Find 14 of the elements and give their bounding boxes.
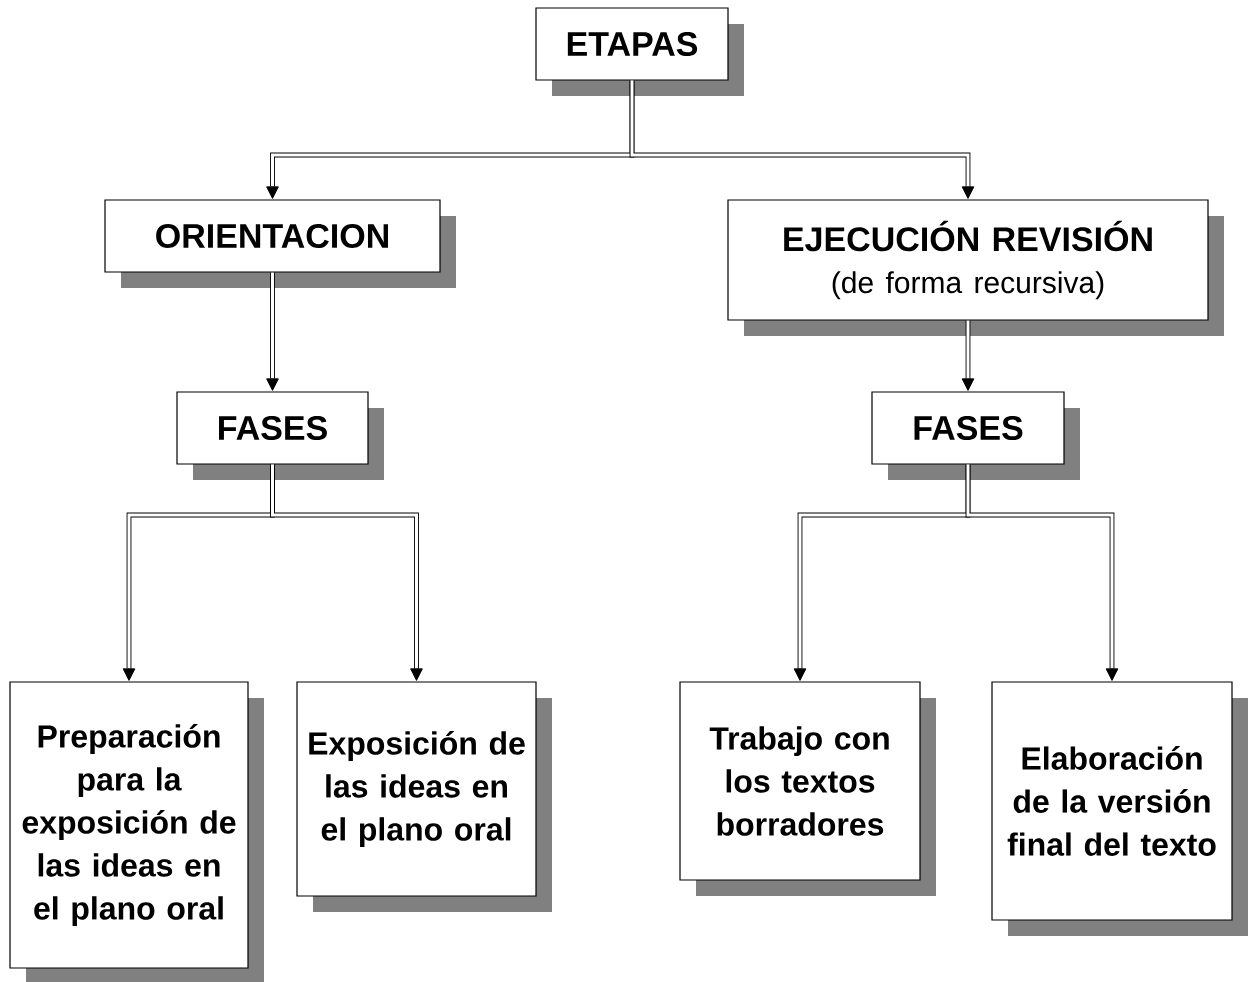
phase-step-box: Trabajo con los textos borradores <box>679 681 936 896</box>
stage-box: ORIENTACION <box>104 199 456 288</box>
phase-step-box: Preparación para la exposición de las ideas en el plano oral <box>9 681 264 982</box>
phase-step-box: Elaboración de la versión final del texto <box>991 681 1248 936</box>
arrow <box>270 464 423 681</box>
stage-box: ETAPAS <box>535 7 744 96</box>
arrow <box>965 464 1119 681</box>
arrow <box>629 80 975 199</box>
arrow <box>961 320 975 391</box>
stage-box: EJECUCIÓN REVISIÓN (de forma recursiva) <box>727 199 1224 336</box>
phase-box: FASES <box>871 391 1080 480</box>
phase-step-box: Exposición de las ideas en el plano oral <box>296 681 552 912</box>
phase-box: FASES <box>176 391 384 480</box>
arrow <box>266 272 279 391</box>
